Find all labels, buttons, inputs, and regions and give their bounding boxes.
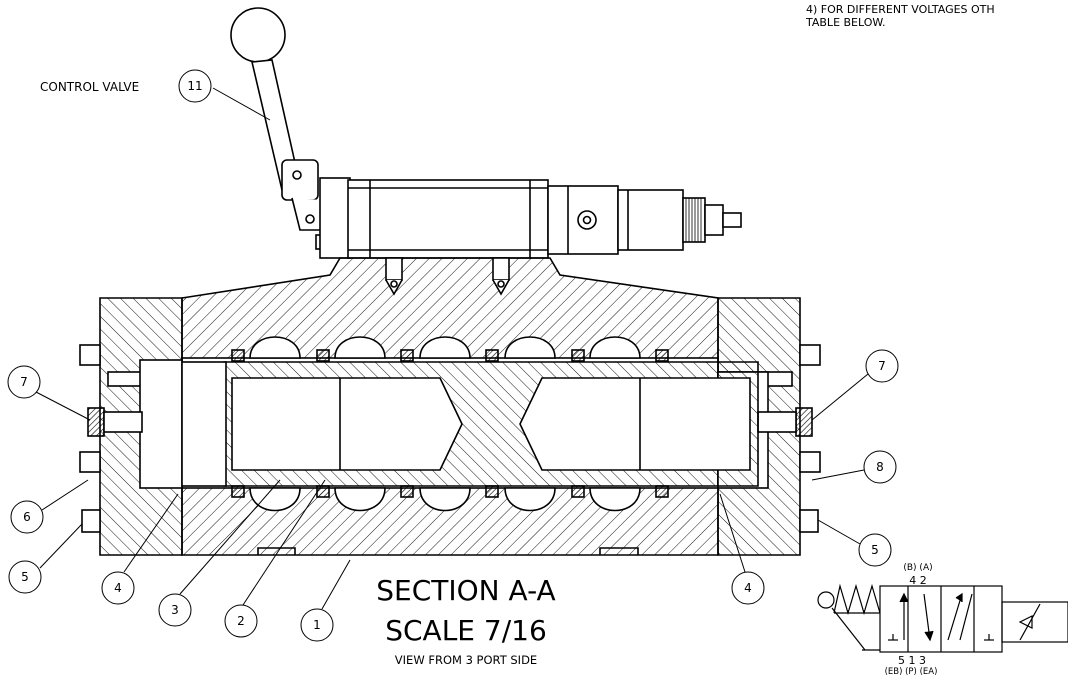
symbol-top-letters: (B) (A) bbox=[903, 563, 933, 573]
balloon-8-text: 8 bbox=[876, 460, 884, 474]
balloon-6 bbox=[10, 479, 89, 534]
pneumatic-symbol bbox=[817, 583, 1068, 653]
section-view-note: VIEW FROM 3 PORT SIDE bbox=[394, 653, 538, 667]
balloon-7-left bbox=[7, 365, 91, 421]
balloon-7-right bbox=[811, 349, 899, 421]
balloon-8 bbox=[811, 450, 897, 484]
note-line-2: TABLE BELOW. bbox=[806, 16, 886, 29]
symbol-bottom-letters: (EB) (P) (EA) bbox=[884, 667, 938, 677]
balloon-7-right-text: 7 bbox=[878, 359, 886, 373]
control-valve-label: CONTROL VALVE bbox=[40, 80, 140, 94]
lever-handle bbox=[230, 7, 327, 250]
balloon-4-left-text: 4 bbox=[114, 581, 122, 595]
balloon-2-text: 2 bbox=[237, 614, 245, 628]
section-title: SECTION A-A bbox=[376, 574, 556, 607]
balloon-1-text: 1 bbox=[313, 618, 321, 632]
balloon-7-left-text: 7 bbox=[20, 375, 28, 389]
balloon-3-text: 3 bbox=[171, 603, 179, 617]
balloon-5-left bbox=[8, 523, 83, 594]
note-line-1: 4) FOR DIFFERENT VOLTAGES OTH bbox=[806, 3, 995, 16]
balloon-5-right bbox=[817, 519, 892, 567]
balloon-4-right bbox=[719, 493, 765, 605]
balloon-6-text: 6 bbox=[23, 510, 31, 524]
seals bbox=[231, 349, 669, 498]
balloon-11 bbox=[178, 69, 271, 121]
left-end-cap bbox=[79, 297, 183, 556]
balloon-5-right-text: 5 bbox=[871, 543, 879, 557]
balloon-4-left bbox=[101, 493, 179, 605]
symbol-bottom-ports: 5 1 3 bbox=[898, 654, 926, 667]
balloon-1 bbox=[300, 559, 351, 642]
spool bbox=[181, 361, 759, 487]
balloon-5-left-text: 5 bbox=[21, 570, 29, 584]
balloon-3 bbox=[158, 479, 281, 627]
symbol-top-ports: 4 2 bbox=[909, 574, 927, 587]
pilot-operator bbox=[319, 177, 742, 259]
section-scale: SCALE 7/16 bbox=[385, 614, 547, 647]
balloon-2 bbox=[224, 479, 326, 638]
balloon-11-text: 11 bbox=[187, 79, 203, 93]
balloon-4-right-text: 4 bbox=[744, 581, 752, 595]
